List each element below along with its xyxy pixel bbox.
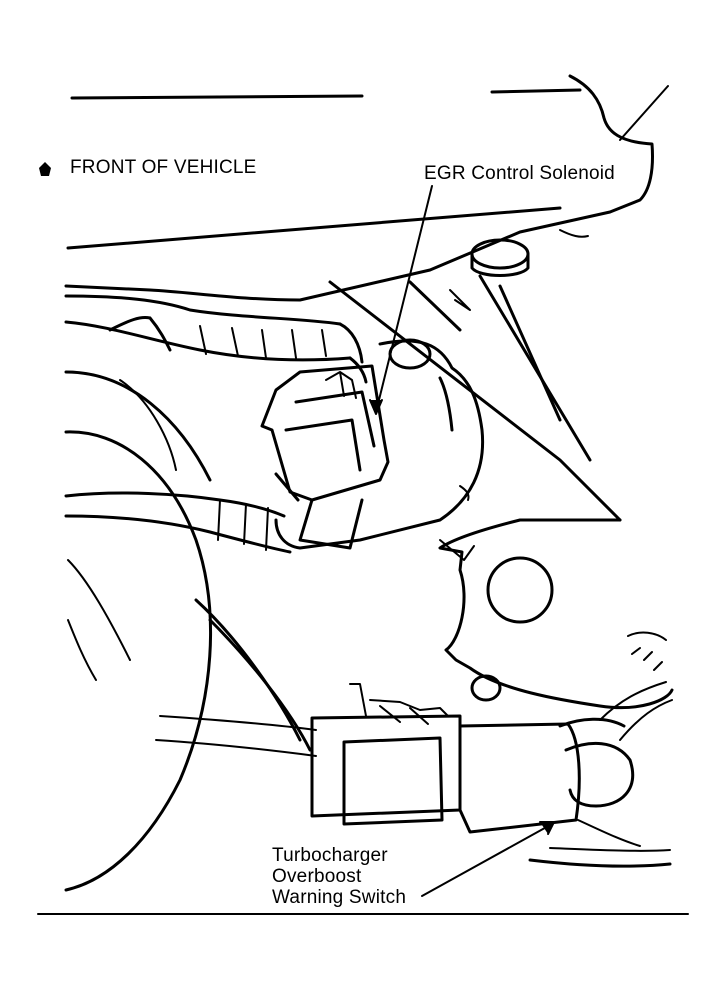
plate-hole-small	[470, 674, 502, 702]
turbo-label-line-2: Overboost	[272, 866, 362, 887]
turbo-switch-connector	[310, 714, 462, 818]
top-rule-left	[70, 94, 364, 100]
egr-control-solenoid-label: EGR Control Solenoid	[424, 163, 615, 184]
mount-bolt	[470, 238, 530, 270]
egr-solenoid-body	[274, 339, 485, 550]
turbo-label-line-3: Warning Switch	[272, 887, 407, 908]
turbo-label-line-1: Turbocharger	[272, 845, 388, 866]
turbo-switch-label: Turbocharger Overboost Warning Switch	[272, 845, 406, 908]
front-arrow-icon	[39, 162, 51, 176]
wire-harness-lower	[64, 491, 286, 518]
wire-harness-main	[64, 294, 342, 326]
egr-leader-line	[375, 185, 433, 413]
panel-crease	[619, 85, 669, 141]
mounting-plate	[438, 518, 674, 710]
front-of-vehicle-label: FRONT OF VEHICLE	[70, 157, 257, 178]
upper-bracket-edge	[66, 206, 562, 250]
turbo-leader-line	[421, 823, 553, 897]
firewall-outline	[64, 74, 654, 302]
turbo-switch-body	[458, 722, 581, 834]
top-rule-right	[490, 88, 582, 94]
intake-hose	[64, 430, 212, 892]
plate-hole-large	[486, 556, 554, 624]
